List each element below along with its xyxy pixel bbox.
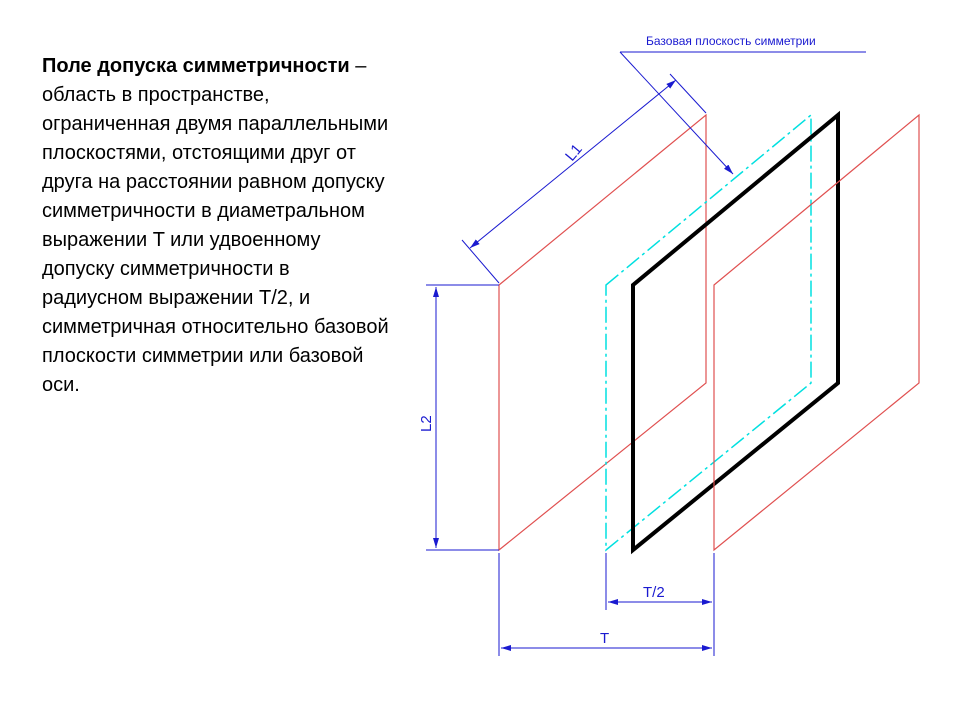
base-symmetry-plane	[631, 110, 840, 555]
left-tolerance-plane	[498, 113, 707, 552]
definition-text: Поле допуска симметричности – область в …	[42, 52, 392, 400]
median-plane	[605, 113, 812, 552]
dimension-t-label: T	[600, 630, 609, 647]
definition-term: Поле допуска симметричности	[42, 55, 350, 77]
dimension-l2: L2	[418, 284, 499, 551]
base-plane-label: Базовая плоскость симметрии	[646, 34, 816, 48]
dimension-t-half: T/2	[605, 553, 715, 656]
definition-body: – область в пространстве, ограниченная д…	[42, 55, 389, 396]
right-tolerance-plane	[713, 113, 920, 552]
dimension-t: T	[498, 553, 712, 656]
dimension-t-half-label: T/2	[643, 584, 665, 601]
base-plane-leader: Базовая плоскость симметрии	[619, 34, 866, 175]
dimension-l1-label: L1	[562, 141, 586, 165]
dimension-l2-label: L2	[418, 415, 435, 432]
